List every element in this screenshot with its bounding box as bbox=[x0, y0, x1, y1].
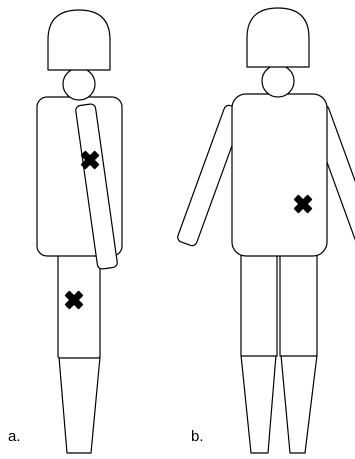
figure-b-left-thigh bbox=[241, 252, 277, 356]
figure-a-label: a. bbox=[8, 428, 21, 445]
figure-a-lower-leg bbox=[59, 357, 100, 453]
figure-b-torso bbox=[232, 94, 327, 256]
figure-b-front-view: b. bbox=[176, 8, 355, 453]
figure-a-side-view: a. bbox=[8, 10, 122, 453]
figure-b-head bbox=[247, 8, 309, 67]
figure-b-label: b. bbox=[191, 428, 204, 445]
figure-a-head bbox=[48, 10, 110, 70]
figure-b-neck bbox=[262, 65, 294, 97]
figure-b-right-thigh bbox=[280, 252, 317, 356]
figure-b-left-lower-leg bbox=[241, 355, 276, 453]
figure-b-right-lower-leg bbox=[281, 355, 317, 453]
figure-a-neck bbox=[63, 68, 95, 100]
